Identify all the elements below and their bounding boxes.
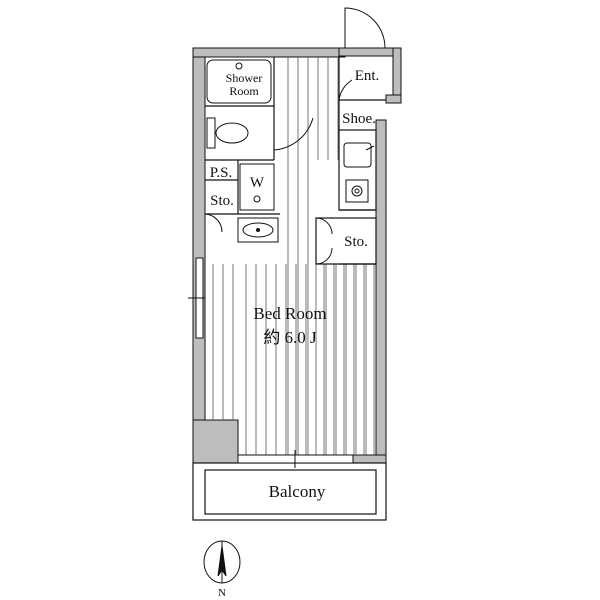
doors bbox=[204, 7, 386, 265]
shower-fixture bbox=[206, 59, 272, 104]
washer-icon bbox=[239, 163, 275, 211]
washer-label: W bbox=[250, 175, 265, 191]
north-compass-icon bbox=[203, 540, 241, 584]
floor-stripes bbox=[212, 57, 375, 455]
north-label: N bbox=[218, 587, 226, 599]
pipe-space-label: P.S. bbox=[210, 165, 233, 181]
stove-icon bbox=[345, 179, 369, 203]
window-balcony bbox=[237, 450, 354, 468]
bedroom-size-label: 約 6.0 J bbox=[263, 328, 317, 347]
outer-walls bbox=[192, 47, 402, 464]
balcony-label: Balcony bbox=[269, 482, 326, 501]
shower-room-label-line1: Shower bbox=[226, 71, 263, 85]
kitchen-sink-icon bbox=[343, 142, 375, 168]
sink-icon bbox=[237, 217, 279, 243]
storage-left-label: Sto. bbox=[210, 193, 234, 209]
shoe-storage-label: Shoe. bbox=[342, 111, 376, 127]
shower-room-label-line2: Room bbox=[229, 84, 259, 98]
bedroom-name-label: Bed Room bbox=[253, 304, 326, 323]
storage-right-label: Sto. bbox=[344, 234, 368, 250]
entrance-label: Ent. bbox=[355, 68, 380, 84]
toilet-icon bbox=[206, 117, 249, 149]
window-left bbox=[188, 257, 205, 339]
